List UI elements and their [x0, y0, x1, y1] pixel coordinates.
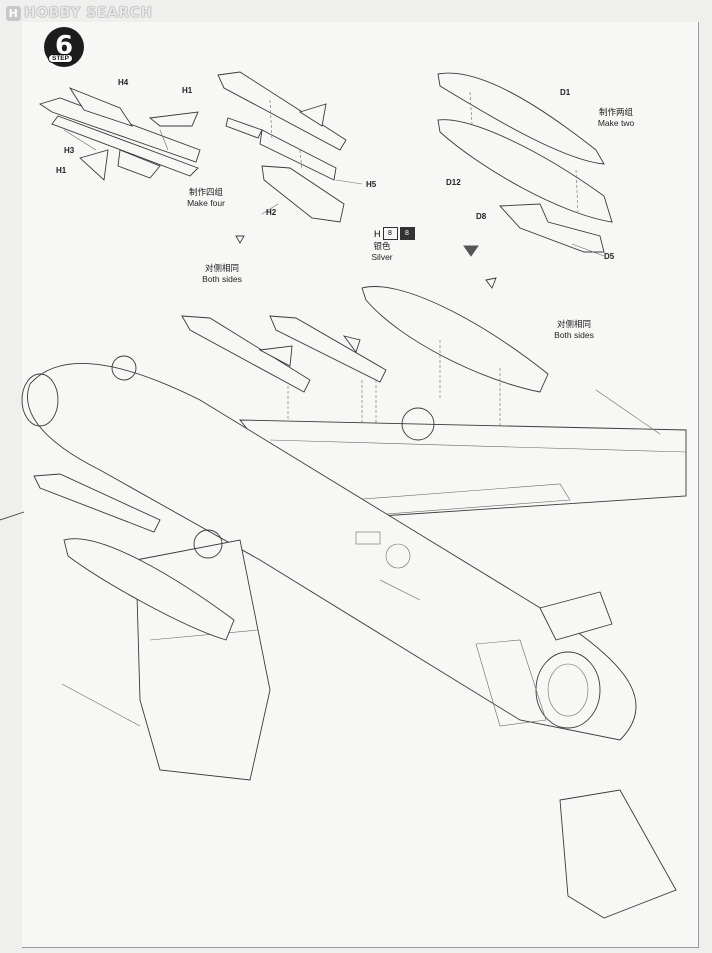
- part-label-d8: D8: [476, 212, 487, 221]
- part-label-d5: D5: [604, 252, 615, 261]
- aircraft-main: [0, 355, 687, 919]
- note-both-sides-cn-2: 对侧相同: [556, 319, 592, 329]
- part-label-h1-top: H1: [182, 86, 193, 95]
- missile-assembly-both-sides: [181, 315, 387, 430]
- step-label: STEP: [48, 54, 73, 63]
- part-label-d1: D1: [560, 88, 571, 97]
- part-label-h5: H5: [366, 180, 377, 189]
- part-label-h2: H2: [266, 208, 277, 217]
- paint-code-1: 8: [382, 227, 398, 240]
- watermark: H HOBBY SEARCH: [6, 5, 152, 21]
- watermark-badge: H: [6, 5, 21, 21]
- watermark-text: HOBBY SEARCH: [24, 5, 153, 21]
- part-label-h3: H3: [64, 146, 75, 155]
- note-make-two-cn: 制作两组: [598, 107, 634, 117]
- note-make-four-cn: 制作四组: [188, 187, 224, 197]
- part-label-d12: D12: [446, 178, 461, 187]
- paint-color-en: Silver: [371, 252, 393, 262]
- part-label-h4: H4: [118, 78, 129, 87]
- paint-code-2: 8: [399, 227, 415, 240]
- missile-assembly-pylon: [217, 71, 363, 223]
- direction-arrows: [235, 235, 497, 289]
- part-label-h1-left: H1: [56, 166, 67, 175]
- drop-tank-assembly: [437, 72, 613, 257]
- note-both-sides-en-2: Both sides: [554, 330, 594, 340]
- paint-callout: H 8 8: [374, 227, 415, 240]
- paint-prefix: H: [374, 228, 381, 239]
- note-both-sides-cn-1: 对侧相同: [204, 263, 240, 273]
- note-make-two-en: Make two: [597, 118, 635, 128]
- note-both-sides-en-1: Both sides: [202, 274, 242, 284]
- missile-assembly-h: [38, 87, 201, 181]
- paint-color-cn: 银色: [373, 241, 391, 251]
- note-make-four-en: Make four: [187, 198, 225, 208]
